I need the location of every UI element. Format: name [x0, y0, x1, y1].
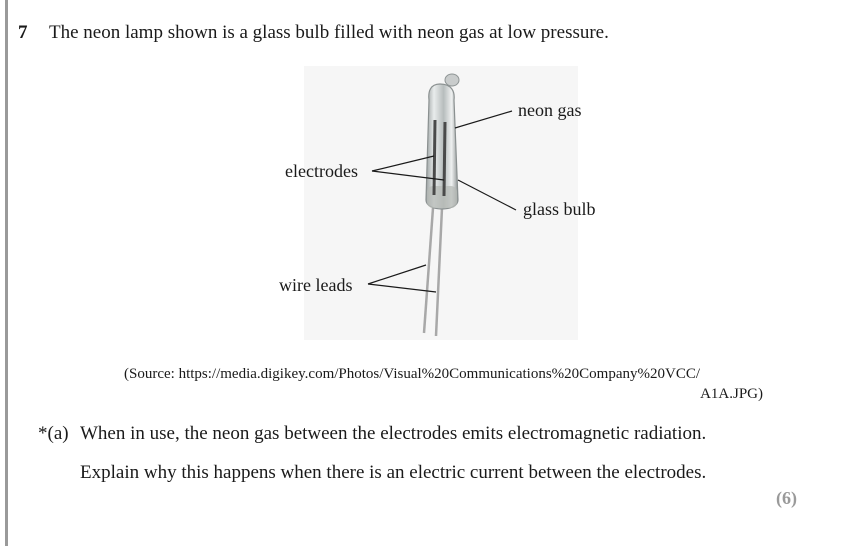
source-citation-line1: (Source: https://media.digikey.com/Photo… [124, 366, 700, 382]
part-a-statement: When in use, the neon gas between the el… [80, 423, 707, 444]
question-number: 7 [18, 22, 28, 43]
pointer-electrodes-1 [371, 155, 435, 172]
pointer-wire-leads-1 [367, 264, 427, 285]
wire-lead-right [434, 207, 444, 337]
pointer-wire-leads-2 [367, 283, 437, 293]
bulb-tip [444, 73, 460, 87]
page-margin-rule [5, 0, 8, 546]
pointer-neon-gas [454, 110, 513, 129]
pointer-glass-bulb [457, 179, 517, 211]
label-electrodes: electrodes [285, 161, 358, 181]
electrode-right [442, 121, 447, 197]
pointer-electrodes-2 [371, 170, 445, 181]
question-text: The neon lamp shown is a glass bulb fill… [49, 22, 609, 43]
label-neon-gas: neon gas [518, 100, 582, 120]
electrode-left [432, 119, 437, 196]
wire-lead-left [422, 207, 435, 334]
part-a-instruction: Explain why this happens when there is a… [80, 462, 707, 483]
marks-allocation: (6) [776, 488, 797, 508]
bulb-base [427, 186, 457, 208]
part-a-marker: *(a) [38, 423, 69, 444]
label-wire-leads: wire leads [279, 275, 353, 295]
source-citation-line2: A1A.JPG) [700, 386, 763, 402]
label-glass-bulb: glass bulb [523, 199, 596, 219]
